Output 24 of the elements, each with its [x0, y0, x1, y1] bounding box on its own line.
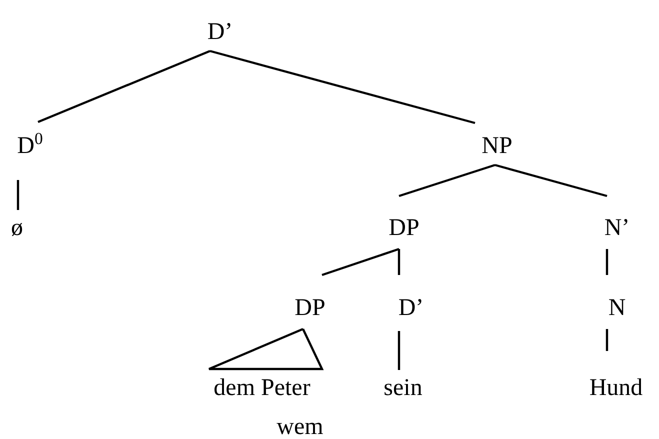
tree-node-label: D’ [207, 19, 233, 45]
tree-node-label: D$^{0}$ [17, 133, 43, 159]
tree-node-label: DP [388, 215, 420, 241]
tree-branch [322, 248, 400, 276]
tree-node-label: N [608, 295, 626, 321]
tree-node-label: Hund [589, 375, 643, 401]
tree-branch [494, 164, 608, 198]
tree-branch [398, 331, 400, 370]
tree-node-label: ø [11, 215, 23, 241]
tree-branch [398, 164, 496, 198]
tree-branch [606, 249, 608, 275]
tree-branch [210, 50, 476, 124]
tree-node-label: sein [384, 375, 422, 401]
triangle-branch [208, 328, 324, 370]
tree-branch [606, 329, 608, 351]
tree-node-label: NP [482, 133, 512, 159]
gloss-label: wem [276, 414, 324, 439]
tree-branch [38, 50, 210, 124]
tree-branch [16, 180, 20, 210]
tree-node-label: D’ [398, 295, 424, 321]
tree-node-label: dem Peter [214, 375, 310, 401]
tree-branch [398, 249, 400, 275]
tree-node-label: DP [294, 295, 326, 321]
tree-node-label: N’ [604, 215, 630, 241]
